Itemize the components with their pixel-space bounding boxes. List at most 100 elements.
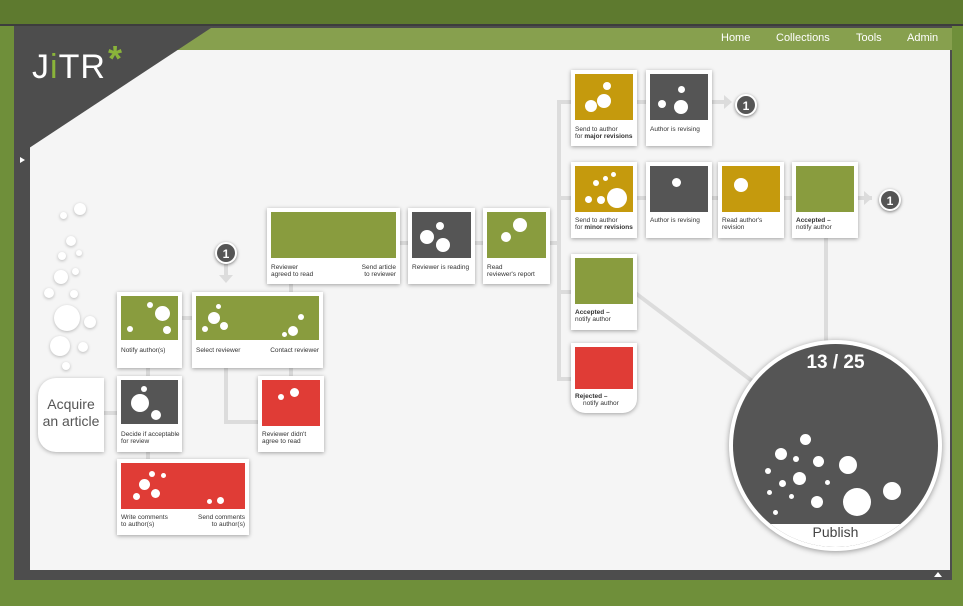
decorative-dot — [765, 468, 771, 474]
sidebar-expand-arrow-icon[interactable] — [20, 157, 25, 163]
card-label: Author is revising — [650, 126, 700, 133]
connector — [557, 290, 571, 294]
count-badge-major[interactable]: 1 — [735, 94, 757, 116]
decorative-dot — [161, 473, 166, 478]
decorative-dot — [585, 100, 597, 112]
card-read-revision[interactable]: Read author's revision — [718, 162, 784, 238]
decorative-dot — [202, 326, 208, 332]
nav-collections[interactable]: Collections — [776, 32, 830, 44]
card-label-right-line1: Send comments — [198, 514, 245, 521]
connector — [289, 284, 293, 296]
nav-admin[interactable]: Admin — [907, 32, 939, 44]
card-rejected-notify[interactable]: Rejected – notify author — [571, 343, 637, 413]
decorative-dot — [825, 480, 830, 485]
card-label-line1: Rejected – — [575, 393, 608, 400]
window-top-border — [0, 0, 963, 26]
card-decide-acceptable[interactable]: Decide if acceptable for review — [117, 376, 182, 452]
decorative-bubble — [84, 316, 96, 328]
logo-star-icon: * — [108, 38, 123, 79]
decorative-dot — [207, 499, 212, 504]
card-label-line2: agree to read — [262, 438, 301, 445]
card-image — [575, 74, 633, 120]
card-label: Author is revising — [650, 217, 700, 224]
decorative-dot — [839, 456, 857, 474]
nav-tools[interactable]: Tools — [856, 32, 882, 44]
decorative-dot — [603, 82, 611, 90]
card-reviewer-agreed[interactable]: Reviewer agreed to read Send article to … — [267, 208, 400, 284]
decorative-dot — [813, 456, 824, 467]
card-accepted-notify-1[interactable]: Accepted – notify author — [792, 162, 858, 238]
card-select-reviewer[interactable]: Select reviewer Contact reviewer — [192, 292, 323, 368]
card-image — [121, 380, 178, 424]
decorative-dot — [163, 326, 171, 334]
logo-corner — [14, 26, 214, 158]
card-minor-revisions[interactable]: Send to author for minor revisions — [571, 162, 637, 238]
decorative-dot — [420, 230, 434, 244]
connector — [146, 450, 150, 462]
card-read-report[interactable]: Read reviewer's report — [483, 208, 550, 284]
decorative-dot — [773, 510, 778, 515]
decorative-bubble — [78, 342, 88, 352]
card-image — [262, 380, 320, 426]
decorative-dot — [678, 86, 685, 93]
card-label-line1: Reviewer didn't — [262, 431, 307, 438]
count-badge-select[interactable]: 1 — [215, 242, 237, 264]
card-image — [487, 212, 546, 258]
decorative-dot — [298, 314, 304, 320]
decorative-bubble — [50, 336, 70, 356]
decorative-dot — [282, 332, 287, 337]
card-label-left-line2: to author(s) — [121, 521, 155, 528]
card-image — [575, 347, 633, 389]
decorative-dot — [513, 218, 527, 232]
card-major-revisions[interactable]: Send to author for major revisions — [571, 70, 637, 146]
card-author-revising-2[interactable]: Author is revising — [646, 162, 712, 238]
decorative-dot — [208, 312, 220, 324]
publish-label: Publish — [812, 524, 859, 540]
decorative-dot — [767, 490, 772, 495]
decorative-dot — [811, 496, 823, 508]
decorative-bubble — [54, 305, 80, 331]
decorative-dot — [155, 306, 170, 321]
decorative-dot — [789, 494, 794, 499]
card-reviewer-declined[interactable]: Reviewer didn't agree to read — [258, 376, 324, 452]
scroll-top-arrow-icon[interactable] — [934, 572, 942, 577]
count-badge-accepted[interactable]: 1 — [879, 189, 901, 211]
decorative-dot — [734, 178, 748, 192]
card-image — [271, 212, 396, 258]
decorative-bubble — [74, 203, 86, 215]
card-label-line2: notify author — [583, 400, 619, 407]
decorative-dot — [775, 448, 787, 460]
card-label-line1: Accepted – — [796, 217, 831, 224]
card-label-line2: reviewer's report — [487, 271, 535, 278]
connector — [475, 241, 483, 245]
acquire-article-button[interactable]: Acquire an article — [38, 378, 104, 452]
decorative-bubble — [66, 236, 76, 246]
publish-circle[interactable]: 13 / 25 Publish — [729, 340, 942, 551]
decorative-bubble — [60, 212, 67, 219]
decorative-dot — [607, 188, 627, 208]
decorative-dot — [133, 493, 140, 500]
card-author-revising-1[interactable]: Author is revising — [646, 70, 712, 146]
card-accepted-notify-2[interactable]: Accepted – notify author — [571, 254, 637, 330]
publish-inner: 13 / 25 — [733, 344, 938, 547]
card-label-right: Contact reviewer — [270, 347, 319, 354]
card-reviewer-reading[interactable]: Reviewer is reading — [408, 208, 475, 284]
decorative-dot — [883, 482, 901, 500]
arrow-right-icon — [864, 191, 872, 205]
connector — [637, 100, 647, 104]
decorative-dot — [611, 172, 616, 177]
card-label-left-line1: Write comments — [121, 514, 168, 521]
card-notify-authors[interactable]: Notify author(s) — [117, 292, 182, 368]
card-write-comments[interactable]: Write comments to author(s) Send comment… — [117, 459, 249, 535]
top-navbar: Home Collections Tools Admin — [14, 28, 952, 50]
card-label-line1: Decide if acceptable — [121, 431, 180, 438]
jitr-logo[interactable]: JiTR — [32, 48, 106, 86]
nav-home[interactable]: Home — [721, 32, 751, 44]
card-image — [412, 212, 471, 258]
card-label-line2: for review — [121, 438, 150, 445]
decorative-dot — [501, 232, 511, 242]
connector — [557, 377, 571, 381]
card-label-line1: Send to author — [575, 217, 618, 224]
decorative-dot — [597, 94, 611, 108]
card-image — [121, 296, 178, 340]
